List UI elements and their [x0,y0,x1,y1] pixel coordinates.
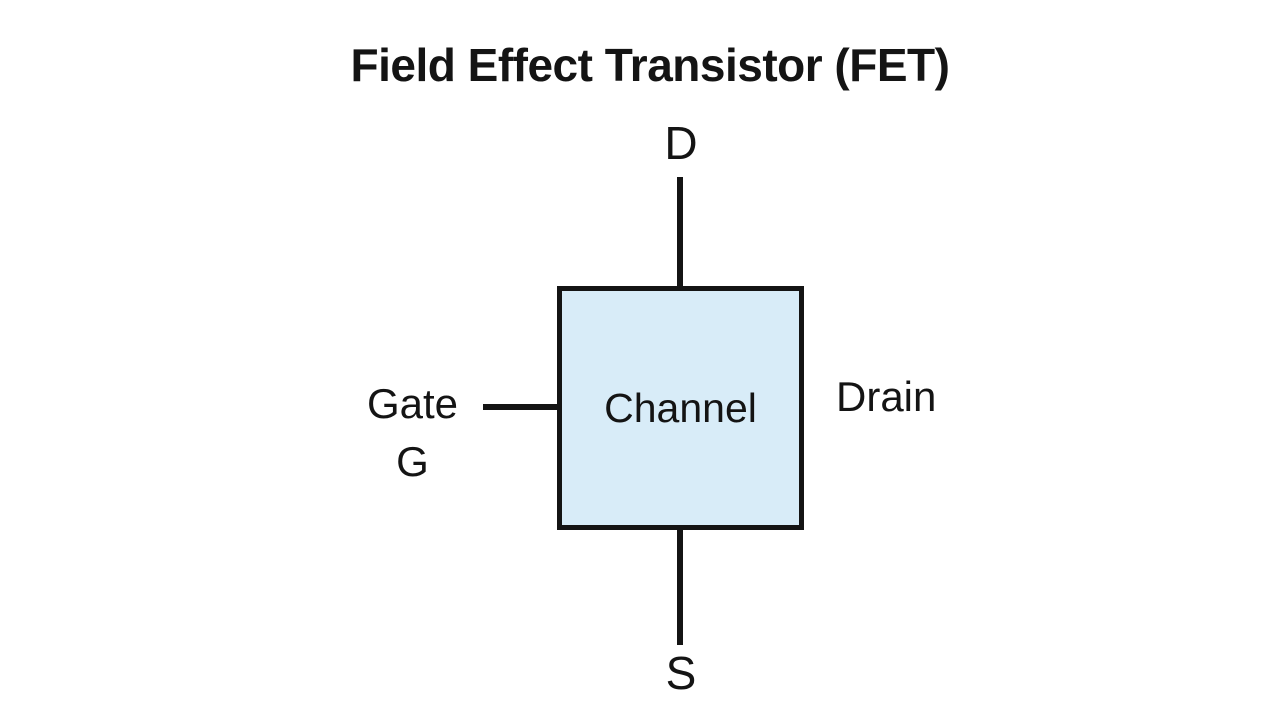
drain-word-label: Drain [836,373,937,420]
source-wire [677,530,683,645]
gate-word-label: Gate [366,380,459,427]
gate-label-group: Gate G [345,380,480,486]
drain-wire [677,177,683,287]
gate-terminal-letter: G [396,438,429,485]
gate-wire [483,404,558,410]
source-terminal-letter: S [665,647,697,699]
channel-label: Channel [604,384,757,431]
drain-terminal-letter: D [664,117,698,169]
channel-box: Channel [557,286,804,530]
diagram-title: Field Effect Transistor (FET) [350,39,950,91]
